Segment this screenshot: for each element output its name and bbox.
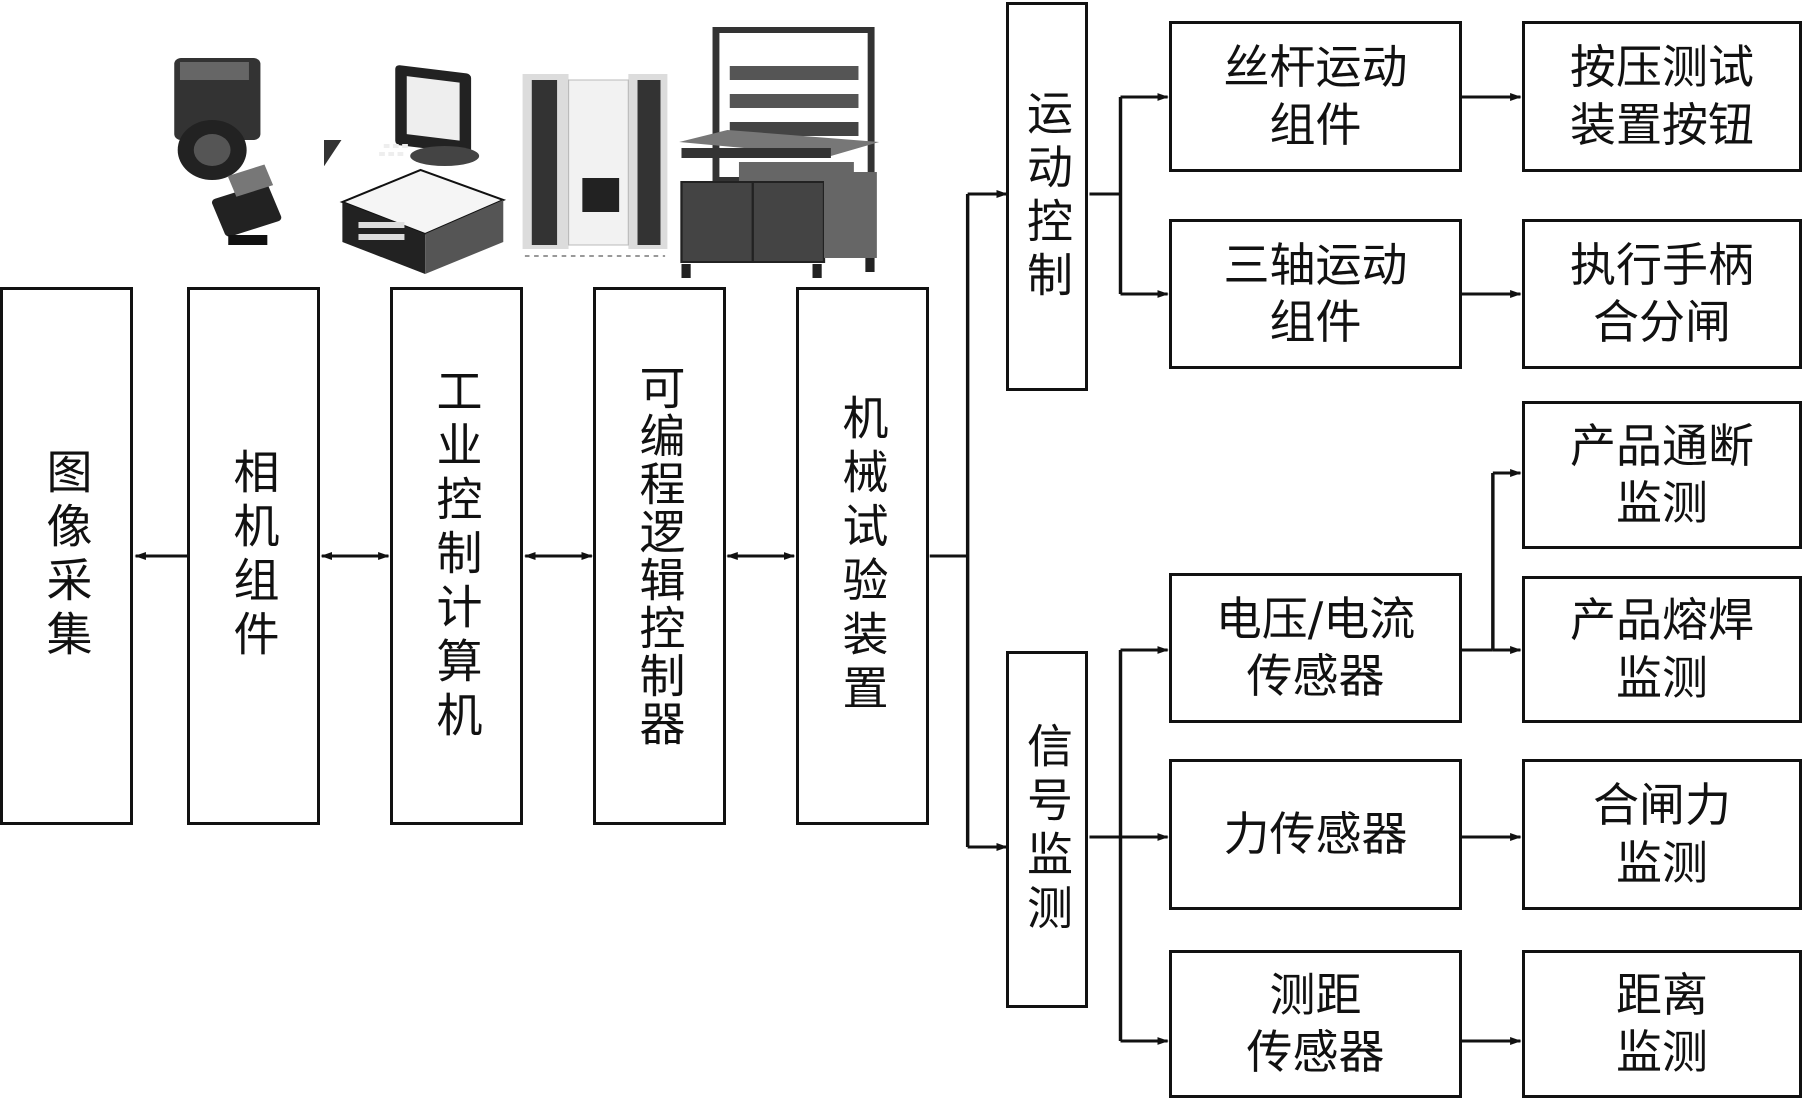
three-axis-assembly-box: 三轴运动 组件 bbox=[1169, 219, 1462, 369]
motion-control-label: 运动控制 bbox=[1020, 88, 1074, 305]
handle-open-close-box: 执行手柄 合分闸 bbox=[1522, 219, 1802, 369]
motion-control-box: 运动控制 bbox=[1006, 2, 1088, 391]
image-acquisition-box: 图像采集 bbox=[0, 287, 133, 825]
camera-assembly-box: 相机组件 bbox=[187, 287, 320, 825]
closing-force-monitor-label: 合闸力 监测 bbox=[1593, 778, 1731, 890]
distance-monitor-box: 距离 监测 bbox=[1522, 950, 1802, 1098]
computer-icon bbox=[323, 65, 506, 274]
test-device-box: 机械试验装置 bbox=[796, 287, 929, 825]
plc-icon bbox=[522, 74, 668, 257]
press-test-button-label: 按压测试 装置按钮 bbox=[1570, 40, 1754, 152]
plc-box: 可编程逻辑控制器 bbox=[593, 287, 726, 825]
signal-monitoring-label: 信号监测 bbox=[1020, 721, 1074, 938]
welding-monitor-label: 产品熔焊 监测 bbox=[1570, 593, 1754, 705]
screw-assembly-label: 丝杆运动 组件 bbox=[1223, 40, 1408, 152]
distance-sensor-label: 测距 传感器 bbox=[1246, 967, 1385, 1080]
industrial-pc-label: 工业控制计算机 bbox=[429, 367, 484, 745]
industrial-pc-box: 工业控制计算机 bbox=[390, 287, 523, 825]
three-axis-assembly-label: 三轴运动 组件 bbox=[1223, 237, 1408, 350]
closing-force-monitor-box: 合闸力 监测 bbox=[1522, 759, 1802, 910]
plc-label: 可编程逻辑控制器 bbox=[632, 364, 687, 748]
vi-sensor-box: 电压/电流 传感器 bbox=[1169, 573, 1462, 723]
press-test-button-box: 按压测试 装置按钮 bbox=[1522, 21, 1802, 172]
test-device-label: 机械试验装置 bbox=[835, 394, 890, 718]
handle-open-close-label: 执行手柄 合分闸 bbox=[1570, 237, 1754, 350]
screw-assembly-box: 丝杆运动 组件 bbox=[1169, 21, 1462, 172]
camera-assembly-label: 相机组件 bbox=[226, 448, 281, 664]
distance-sensor-box: 测距 传感器 bbox=[1169, 950, 1462, 1098]
force-sensor-box: 力传感器 bbox=[1169, 759, 1462, 910]
force-sensor-label: 力传感器 bbox=[1223, 806, 1408, 861]
image-acquisition-label: 图像采集 bbox=[39, 448, 94, 664]
distance-monitor-label: 距离 监测 bbox=[1616, 967, 1708, 1080]
test-rig-icon bbox=[679, 27, 880, 278]
signal-monitoring-box: 信号监测 bbox=[1006, 651, 1088, 1008]
welding-monitor-box: 产品熔焊 监测 bbox=[1522, 576, 1802, 723]
vi-sensor-label: 电压/电流 传感器 bbox=[1215, 591, 1416, 704]
continuity-monitor-label: 产品通断 监测 bbox=[1570, 418, 1754, 531]
continuity-monitor-box: 产品通断 监测 bbox=[1522, 401, 1802, 549]
camera-icon bbox=[173, 58, 281, 245]
